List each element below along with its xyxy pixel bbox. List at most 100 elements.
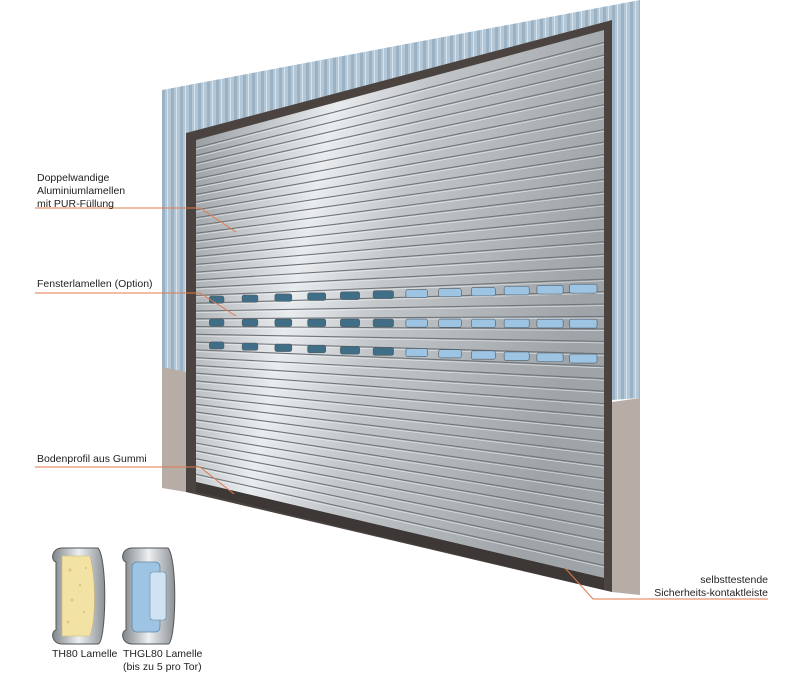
slat-highlight <box>195 255 605 282</box>
slat-line <box>195 241 605 273</box>
slat-line <box>195 203 605 250</box>
slat-highlight <box>195 366 605 394</box>
slat-line <box>195 290 605 304</box>
slat-highlight <box>195 242 605 275</box>
slat-line <box>195 372 605 405</box>
th80-profile <box>52 547 106 645</box>
slat-highlight <box>195 428 605 493</box>
slat-line <box>195 465 605 554</box>
slat-line <box>195 154 605 219</box>
slat-highlight <box>195 118 605 197</box>
label-th80: TH80 Lamelle <box>52 648 118 660</box>
left-base <box>162 367 186 492</box>
slat-line <box>195 216 605 258</box>
slat-highlight <box>195 130 605 205</box>
label-bottom-profile: Bodenprofil aus Gummi <box>37 453 147 465</box>
slat-highlight <box>195 397 605 443</box>
slat-highlight <box>195 389 605 431</box>
slat-line <box>195 411 605 467</box>
slat-highlight <box>195 405 605 456</box>
label-safety-line2: Sicherheits-kontaktleiste <box>654 587 768 599</box>
slat-line <box>195 303 605 312</box>
slat-line <box>195 66 605 164</box>
slat-line <box>195 349 605 367</box>
slat-highlight <box>195 436 605 506</box>
slat-line <box>195 473 605 567</box>
slat-line <box>195 178 605 234</box>
right-base <box>612 398 640 595</box>
slat-line <box>195 266 605 289</box>
label-window-slats: Fensterlamellen (Option) <box>37 278 153 290</box>
window-pane <box>471 318 496 328</box>
window-pane <box>307 318 327 327</box>
slat-highlight <box>195 68 605 166</box>
slat-line <box>195 395 605 442</box>
window-pane <box>241 318 259 327</box>
slat-line <box>195 141 605 211</box>
slat-highlight <box>195 421 605 481</box>
slat-highlight <box>195 168 605 228</box>
slat-line <box>195 191 605 242</box>
slat-highlight <box>195 292 605 306</box>
slat-highlight <box>195 280 605 298</box>
slat-highlight <box>195 444 605 518</box>
window-pane <box>340 318 360 328</box>
window-slats <box>209 283 598 364</box>
slat-line <box>195 442 605 517</box>
window-pane <box>405 348 428 357</box>
window-pane <box>536 318 564 329</box>
callout-line-safety <box>564 567 768 600</box>
slat-line <box>195 357 605 380</box>
slat-line <box>195 79 605 172</box>
slat-highlight <box>195 205 605 251</box>
slat-highlight <box>195 43 605 150</box>
window-pane <box>536 285 564 295</box>
slat-line <box>195 54 605 157</box>
label-panels-line2: Aluminiumlamellen <box>37 185 126 197</box>
label-panels-line3: mit PUR-Füllung <box>37 198 115 210</box>
slat-line <box>195 315 605 320</box>
window-pane <box>405 289 428 298</box>
slat-highlight <box>195 382 605 419</box>
label-aluminium-panels: Doppelwandige Aluminiumlamellen mit PUR-… <box>37 172 125 211</box>
label-thgl80-line2: (bis zu 5 pro Tor) <box>123 661 202 673</box>
window-pane <box>274 343 293 352</box>
slat-line <box>195 129 605 203</box>
slat-line <box>195 116 605 195</box>
slat-line <box>195 166 605 227</box>
slat-highlight <box>195 305 605 313</box>
slat-highlight <box>195 230 605 267</box>
slat-line <box>195 427 605 492</box>
window-pane <box>438 288 462 298</box>
slat-highlight <box>195 56 605 158</box>
window-pane <box>209 341 225 350</box>
window-pane <box>209 318 225 327</box>
label-safety-edge: selbsttestende Sicherheits-kontaktleiste <box>654 574 768 600</box>
window-pane <box>569 318 598 329</box>
slat-line <box>195 91 605 180</box>
slat-line <box>195 458 605 542</box>
window-pane <box>307 292 327 301</box>
bottom-rubber-profile <box>196 482 604 590</box>
slat-highlight <box>195 143 605 212</box>
window-pane <box>307 344 327 354</box>
label-thgl80-line1: THGL80 Lamelle <box>123 648 203 660</box>
window-pane <box>569 283 598 294</box>
door-slats <box>195 41 605 568</box>
window-pane <box>438 349 462 359</box>
label-thgl80: THGL80 Lamelle (bis zu 5 pro Tor) <box>123 648 202 674</box>
window-pane <box>372 347 394 356</box>
slat-highlight <box>195 105 605 189</box>
slat-highlight <box>195 155 605 220</box>
slat-line <box>195 253 605 281</box>
slat-line <box>195 434 605 504</box>
slat-line <box>195 104 605 188</box>
slat-line <box>195 41 605 149</box>
slat-highlight <box>195 335 605 344</box>
window-pane <box>274 293 293 302</box>
window-pane <box>372 318 394 328</box>
slat-line <box>195 388 605 430</box>
slat-line <box>195 364 605 392</box>
slat-highlight <box>195 267 605 290</box>
